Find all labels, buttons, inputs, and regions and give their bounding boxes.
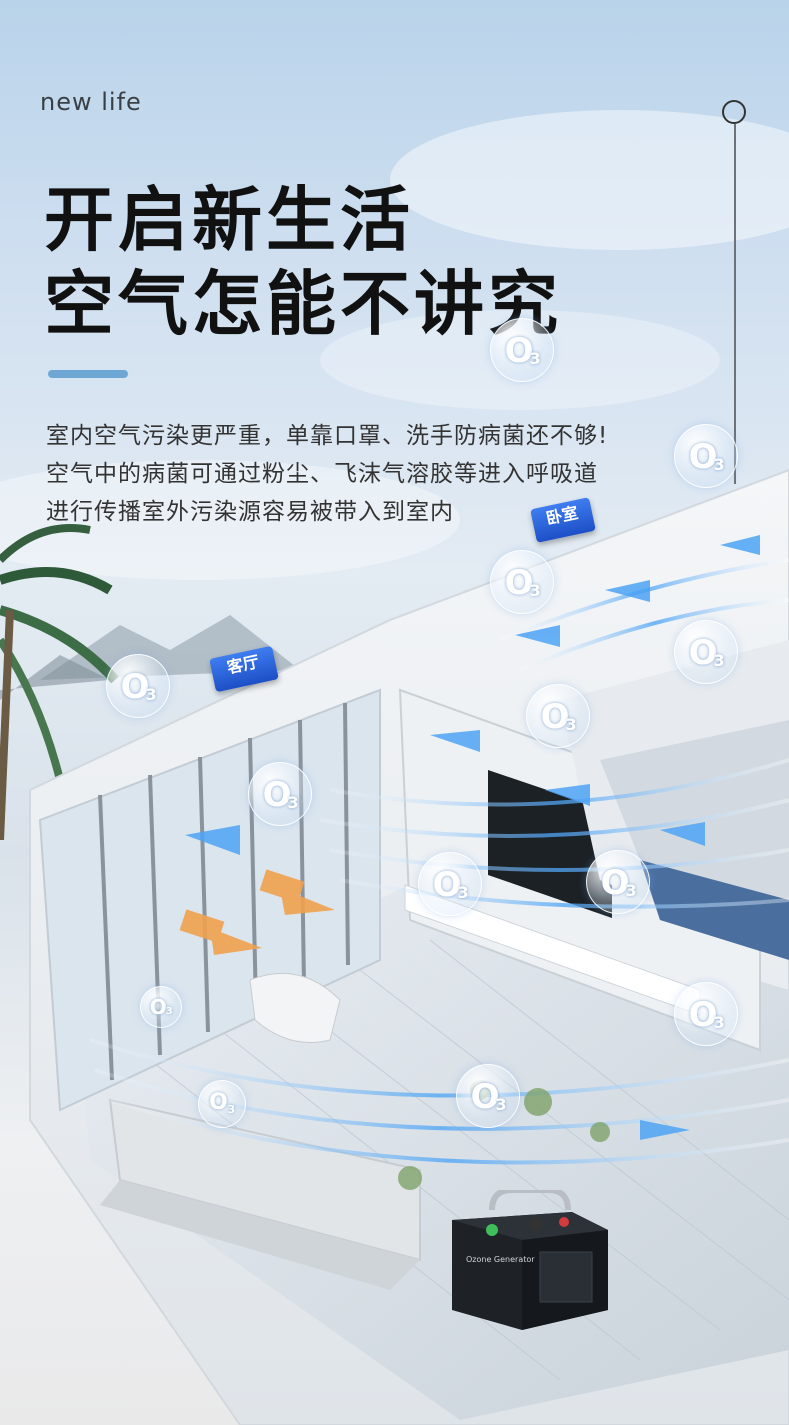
description-line-1: 室内空气污染更严重，单靠口罩、洗手防病菌还不够! (46, 423, 609, 449)
decorative-line (734, 124, 736, 484)
accent-bar (48, 370, 128, 378)
headline-line-2: 空气怎能不讲究 (44, 263, 562, 345)
decorative-circle-icon (722, 100, 746, 124)
palm-tree-illustration (0, 524, 119, 840)
tagline: new life (40, 88, 142, 116)
headline-line-1: 开启新生活 (44, 179, 414, 261)
description-line-2: 空气中的病菌可通过粉尘、飞沫气溶胶等进入呼吸道 (46, 461, 598, 487)
room-cutaway-illustration (29, 468, 789, 1425)
description-line-3: 进行传播室外污染源容易被带入到室内 (46, 499, 454, 525)
device-label: Ozone Generator (466, 1255, 535, 1264)
ozone-generator-device: Ozone Generator (452, 1190, 608, 1330)
